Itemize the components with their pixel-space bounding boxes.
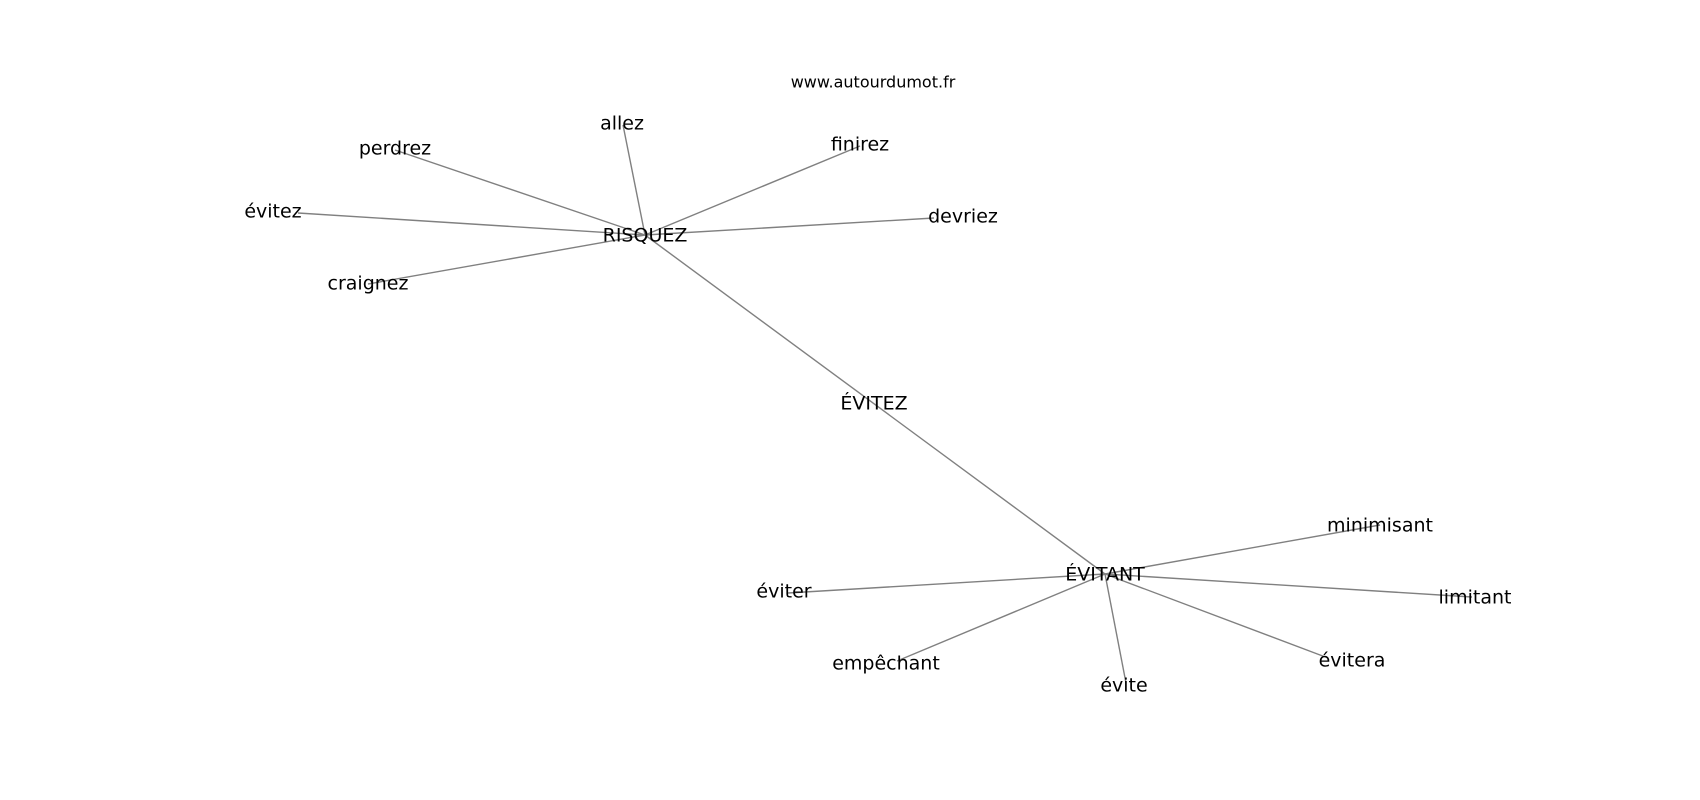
edge-evitant-eviter — [787, 573, 1106, 594]
word-limitant: limitant — [1439, 587, 1512, 609]
edge-risquez-evitez — [297, 212, 646, 236]
word-eviter: éviter — [756, 581, 811, 603]
edge-risquez-devriez — [644, 217, 935, 236]
word-allez: allez — [600, 113, 644, 135]
edge-evitant-evite — [1104, 573, 1127, 684]
word-minimisant: minimisant — [1327, 515, 1433, 537]
hub-word-evitant: ÉVITANT — [1065, 563, 1145, 586]
watermark: www.autourdumot.fr — [791, 73, 956, 92]
center-word: ÉVITEZ — [840, 392, 907, 415]
edge-risquez-finirez — [644, 145, 861, 236]
word-devriez: devriez — [928, 206, 998, 228]
edge-risquez-perdrez — [394, 149, 646, 236]
word-empechant: empêchant — [832, 653, 940, 675]
word-perdrez: perdrez — [359, 138, 431, 160]
word-evitera: évitera — [1319, 650, 1386, 672]
hub-word-risquez: RISQUEZ — [603, 225, 688, 247]
word-finirez: finirez — [831, 134, 889, 156]
edge-evitant-evitera — [1104, 573, 1329, 659]
word-craignez: craignez — [328, 273, 409, 295]
edge-evitant-minimisant — [1104, 524, 1381, 575]
edges — [297, 124, 1473, 684]
edge-risquez-craignez — [367, 234, 646, 285]
word-evitez: évitez — [244, 201, 301, 223]
edge-evitant-empechant — [896, 573, 1106, 662]
word-evite: évite — [1100, 675, 1147, 697]
labels: www.autourdumot.fr ÉVITEZ RISQUEZ allez … — [244, 73, 1511, 697]
edge-risquez-allez — [622, 124, 646, 236]
edge-evitant-limitant — [1104, 573, 1473, 598]
edge-risquez-evitant — [644, 234, 1106, 575]
